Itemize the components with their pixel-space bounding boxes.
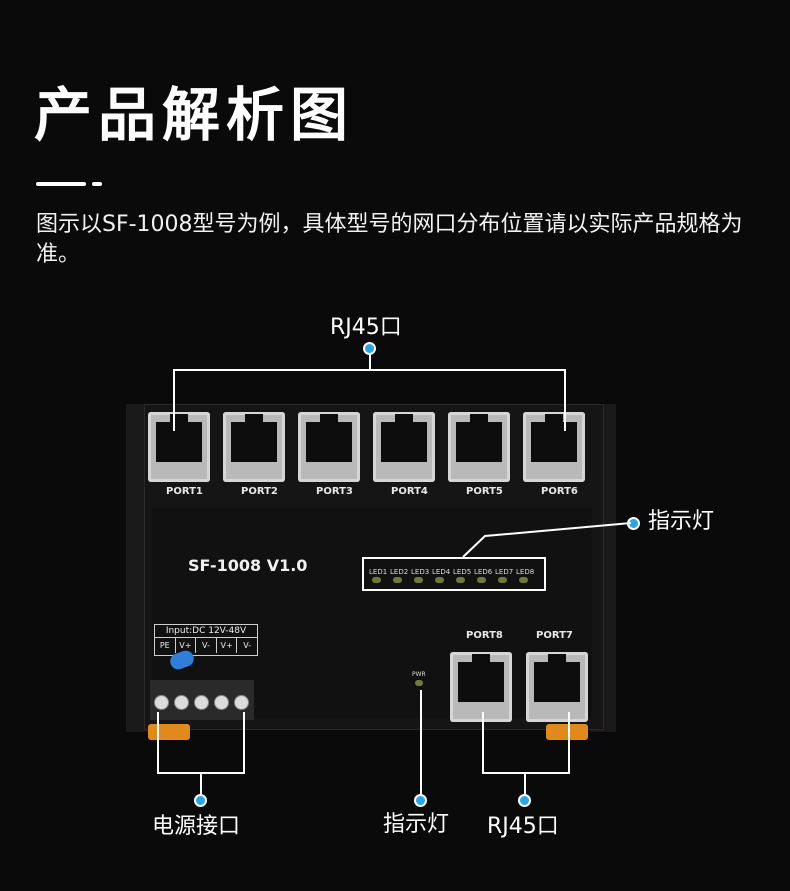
callout-line [568,712,570,774]
callout-line [420,690,422,796]
callout-line [200,772,202,796]
rj45-port-7 [526,652,588,722]
callout-indicator-bottom: 指示灯 [383,812,450,837]
terminal-pin-label: V- [196,638,217,653]
led-light [435,577,444,583]
terminal-screw [154,695,169,710]
led-label: LED4 [432,568,451,576]
terminal-pin-label: PE [155,638,176,653]
terminal-label: Input:DC 12V-48V PE V+ V- V+ V- [154,624,258,656]
terminal-pin-label: V- [243,641,252,650]
callout-line [243,712,245,774]
rj45-port-4 [373,412,435,482]
port-label: PORT1 [166,486,203,497]
led-indicator-box [362,557,546,591]
callout-line [482,772,570,774]
led-label: LED3 [411,568,430,576]
description-text: 图示以SF-1008型号为例，具体型号的网口分布位置请以实际产品规格为准。 [36,212,743,267]
rj45-port-1 [148,412,210,482]
callout-dot [414,794,427,807]
port-label: PORT2 [241,486,278,497]
din-clip-left [148,724,190,740]
rj45-port-5 [448,412,510,482]
callout-line [524,772,526,796]
callout-line [482,712,484,774]
callout-line [173,369,566,371]
port-label: PORT3 [316,486,353,497]
callout-rj45-top: RJ45口 [330,315,402,340]
terminal-screw [214,695,229,710]
terminal-pin-label: V+ [176,638,197,653]
rj45-port-6 [523,412,585,482]
led-light [498,577,507,583]
port-label: PORT6 [541,486,578,497]
callout-dot [518,794,531,807]
din-clip-right [546,724,588,740]
terminal-pin-label: V+ [217,638,238,653]
led-label: LED2 [390,568,409,576]
terminal-screw [234,695,249,710]
callout-connector [462,522,632,558]
callout-dot [194,794,207,807]
terminal-screw [174,695,189,710]
callout-indicator-right: 指示灯 [648,509,715,534]
callout-line [157,712,159,774]
title-underline-dot [92,182,102,186]
led-light [456,577,465,583]
port-label: PORT8 [466,630,503,641]
title-underline [36,182,86,186]
terminal-input-label: Input:DC 12V-48V [155,625,257,638]
led-light [477,577,486,583]
rj45-port-3 [298,412,360,482]
callout-power: 电源接口 [152,814,241,839]
led-label: LED1 [369,568,388,576]
led-light [414,577,423,583]
callout-line [369,353,371,370]
pwr-led [415,680,423,686]
pwr-label: PWR [412,671,426,678]
rj45-port-8 [450,652,512,722]
port-label: PORT7 [536,630,573,641]
led-label: LED6 [474,568,493,576]
terminal-screw [194,695,209,710]
rj45-port-2 [223,412,285,482]
led-label: LED7 [495,568,514,576]
callout-line [173,369,175,431]
page-title: 产品解析图 [34,81,355,149]
led-label: LED5 [453,568,472,576]
led-light [519,577,528,583]
led-light [393,577,402,583]
port-label: PORT5 [466,486,503,497]
led-light [372,577,381,583]
callout-line [564,369,566,431]
led-label: LED8 [516,568,535,576]
port-label: PORT4 [391,486,428,497]
callout-rj45-bottom: RJ45口 [487,814,559,839]
model-label: SF-1008 V1.0 [188,556,308,575]
